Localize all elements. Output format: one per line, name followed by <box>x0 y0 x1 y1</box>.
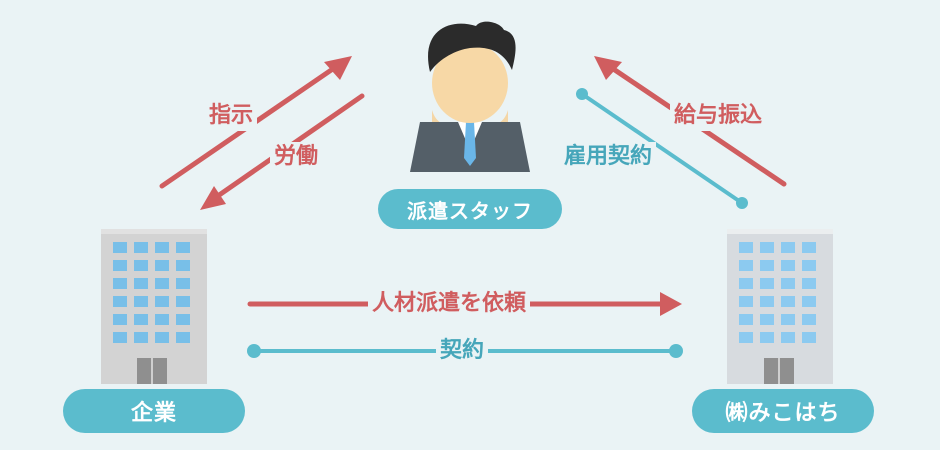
building-window <box>781 278 795 289</box>
building-window <box>739 242 753 253</box>
building-window <box>176 278 190 289</box>
building-window <box>113 242 127 253</box>
client-building-icon <box>101 229 207 384</box>
building-window <box>781 314 795 325</box>
building-window <box>739 260 753 271</box>
building-window <box>760 278 774 289</box>
building-window <box>760 260 774 271</box>
building-window <box>134 296 148 307</box>
building-window <box>134 278 148 289</box>
building-window <box>113 314 127 325</box>
building-window <box>176 314 190 325</box>
building-window <box>134 314 148 325</box>
building-window <box>760 242 774 253</box>
building-window <box>802 242 816 253</box>
building-window <box>176 260 190 271</box>
edge-label-instruction: 指示 <box>205 101 258 131</box>
building-window <box>781 296 795 307</box>
building-window <box>176 332 190 343</box>
building-window <box>155 332 169 343</box>
building-window <box>113 296 127 307</box>
building-window <box>176 242 190 253</box>
staff-person-icon <box>410 21 530 172</box>
building-window <box>155 278 169 289</box>
building-window <box>802 314 816 325</box>
agency-building-icon <box>727 229 833 384</box>
edge-label-dispatch-request: 人材派遣を依頼 <box>368 289 531 319</box>
agency-node-label: ㈱みこはち <box>692 389 874 433</box>
building-window <box>802 260 816 271</box>
building-window <box>155 296 169 307</box>
building-window <box>113 260 127 271</box>
building-window <box>802 278 816 289</box>
building-window <box>802 332 816 343</box>
building-window <box>113 332 127 343</box>
edge-label-employment-contract: 雇用契約 <box>560 142 657 172</box>
edge-label-labor: 労働 <box>270 142 323 172</box>
building-window <box>739 278 753 289</box>
edge-label-salary-transfer: 給与振込 <box>670 101 767 131</box>
building-window <box>739 314 753 325</box>
building-window <box>155 260 169 271</box>
building-window <box>802 296 816 307</box>
building-window <box>113 278 127 289</box>
client-node-label: 企業 <box>63 389 245 433</box>
employment-contract-line <box>576 88 748 209</box>
building-window <box>134 260 148 271</box>
building-window <box>155 314 169 325</box>
building-window <box>134 242 148 253</box>
edge-label-contract: 契約 <box>436 336 489 366</box>
building-window <box>781 260 795 271</box>
building-window <box>739 332 753 343</box>
building-window <box>781 332 795 343</box>
staff-node-label: 派遣スタッフ <box>378 189 562 229</box>
building-window <box>155 242 169 253</box>
building-window <box>134 332 148 343</box>
building-window <box>176 296 190 307</box>
building-window <box>760 332 774 343</box>
building-window <box>781 242 795 253</box>
building-window <box>760 314 774 325</box>
building-window <box>739 296 753 307</box>
building-window <box>760 296 774 307</box>
